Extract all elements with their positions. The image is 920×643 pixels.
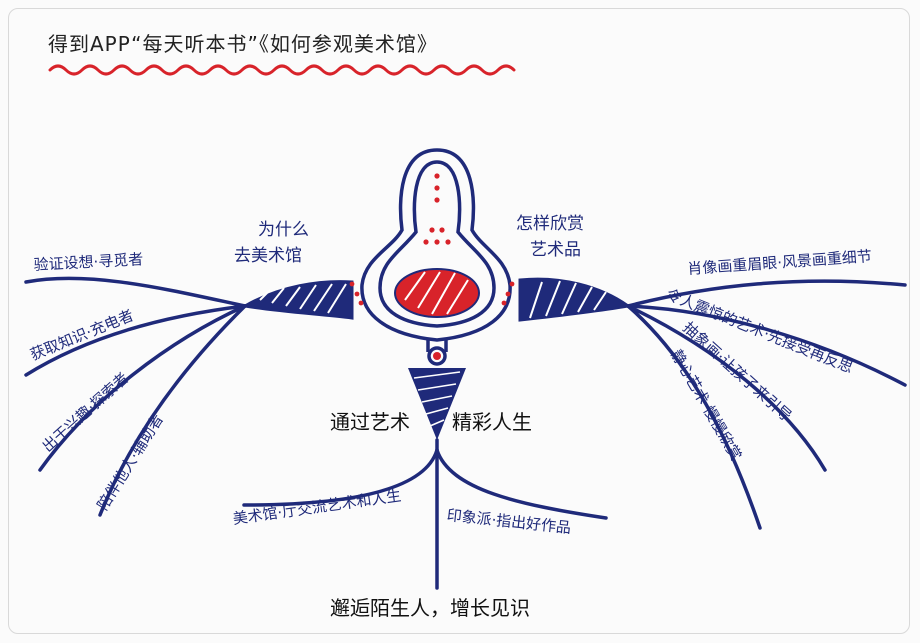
why-hatched-wing [240,280,354,320]
bottom-footer-label: 邂逅陌生人，增长见识 [330,596,530,620]
how-hatched-wing [518,277,632,322]
figure-inner [378,160,496,328]
branch-line-why-1 [24,276,247,308]
center-cone [408,368,466,440]
bottom-line-right [435,448,608,520]
branch-line-why-3 [38,304,247,472]
center-cone-hatch [413,371,461,427]
branch-line-how-4 [626,304,762,530]
figure-bowl-hatch [404,271,469,315]
bottom-line-left [242,448,439,507]
title-underline [48,64,516,76]
center-label-left: 通过艺术 [330,410,410,434]
figure-stem [426,340,448,352]
how-heading-line2: 艺术品 [530,240,581,260]
figure-red-dots [349,173,515,306]
why-heading-line1: 为什么 [258,220,309,240]
figure-outer [360,148,512,342]
branch-line-how-1 [626,279,907,308]
branch-line-why-4 [98,304,247,517]
how-wing-hatch [529,280,607,319]
how-heading-line1: 怎样欣赏 [516,214,584,234]
center-label-right: 精彩人生 [452,410,532,434]
branch-line-how-3 [626,304,827,472]
why-heading-line2: 去美术馆 [234,246,302,266]
branch-line-how-2 [626,304,907,387]
figure-knob [427,346,447,366]
left-branches [24,276,247,517]
right-branches [626,279,907,530]
branch-line-why-2 [24,304,247,377]
figure-red-bowl [394,268,480,318]
bottom-branches [242,438,608,590]
picture-frame [8,8,910,634]
page-title: 得到APP“每天听本书”《如何参观美术馆》 [48,32,438,56]
why-wing-hatch [259,283,347,314]
central-figure [360,148,512,366]
figure-knob-dot [433,352,441,360]
